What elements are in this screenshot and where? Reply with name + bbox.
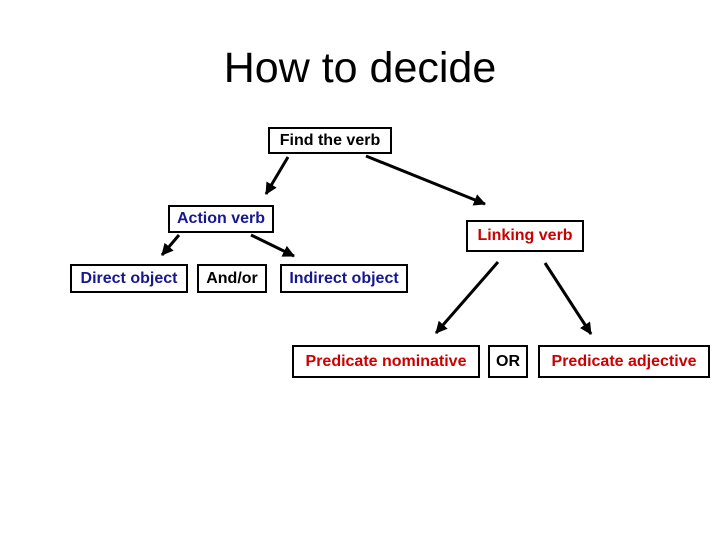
arrow-find-to-linking	[365, 154, 486, 206]
arrow-find-to-action	[264, 156, 290, 195]
node-indirect-object: Indirect object	[280, 264, 408, 293]
node-or: OR	[488, 345, 528, 378]
node-predicate-adjective: Predicate adjective	[538, 345, 710, 378]
node-direct-object: Direct object	[70, 264, 188, 293]
slide-title: How to decide	[223, 44, 497, 92]
arrow-linking-to-predadj	[543, 262, 593, 335]
node-predicate-nominative: Predicate nominative	[292, 345, 480, 378]
arrow-action-to-direct	[160, 234, 181, 256]
node-action-verb: Action verb	[168, 205, 274, 233]
node-and-or: And/or	[197, 264, 267, 293]
arrow-linking-to-prednom	[434, 261, 500, 334]
arrow-action-to-indirect	[250, 233, 295, 258]
node-find-the-verb: Find the verb	[268, 127, 392, 154]
node-linking-verb: Linking verb	[466, 220, 584, 252]
